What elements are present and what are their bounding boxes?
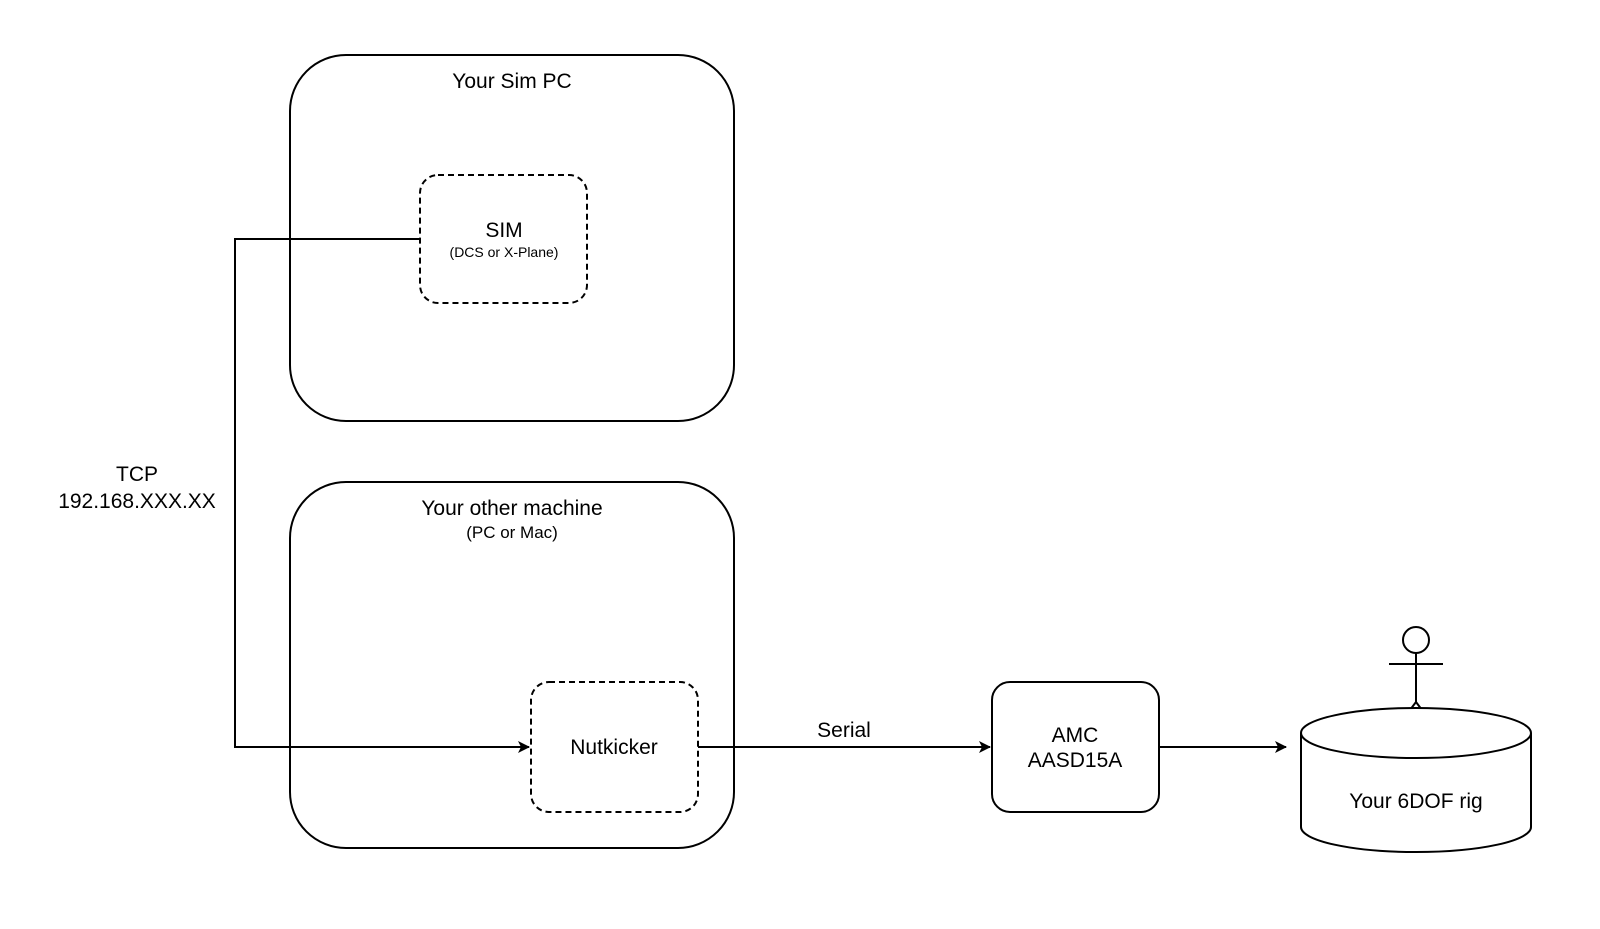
amc-node[interactable]: AMC AASD15A — [991, 681, 1160, 813]
sim-pc-title: Your Sim PC — [452, 70, 571, 93]
other-machine-subtitle: (PC or Mac) — [466, 523, 558, 542]
sim-title: SIM — [485, 219, 522, 242]
serial-label: Serial — [817, 719, 871, 742]
tcp-address: 192.168.XXX.XX — [58, 490, 216, 513]
sim-subtitle: (DCS or X-Plane) — [450, 244, 559, 260]
amc-line2: AASD15A — [1028, 749, 1123, 772]
rig-cylinder-body — [1300, 733, 1532, 853]
nutkicker-box — [530, 681, 699, 813]
other-machine-box — [289, 481, 735, 849]
amc-line1: AMC — [1052, 724, 1099, 747]
nutkicker-title: Nutkicker — [570, 736, 658, 759]
rig-cylinder-top — [1300, 707, 1532, 759]
other-machine-title: Your other machine — [421, 497, 602, 520]
nutkicker-node[interactable]: Nutkicker — [530, 681, 699, 813]
other-machine-container[interactable]: Your other machine (PC or Mac) — [289, 481, 735, 849]
tcp-label: TCP — [116, 463, 158, 486]
tcp-connector[interactable] — [234, 238, 530, 753]
rig-label: Your 6DOF rig — [1349, 790, 1482, 813]
rig-cylinder[interactable]: Your 6DOF rig — [1300, 707, 1532, 853]
sim-node[interactable]: SIM (DCS or X-Plane) — [419, 174, 588, 304]
amc-box — [991, 681, 1160, 813]
